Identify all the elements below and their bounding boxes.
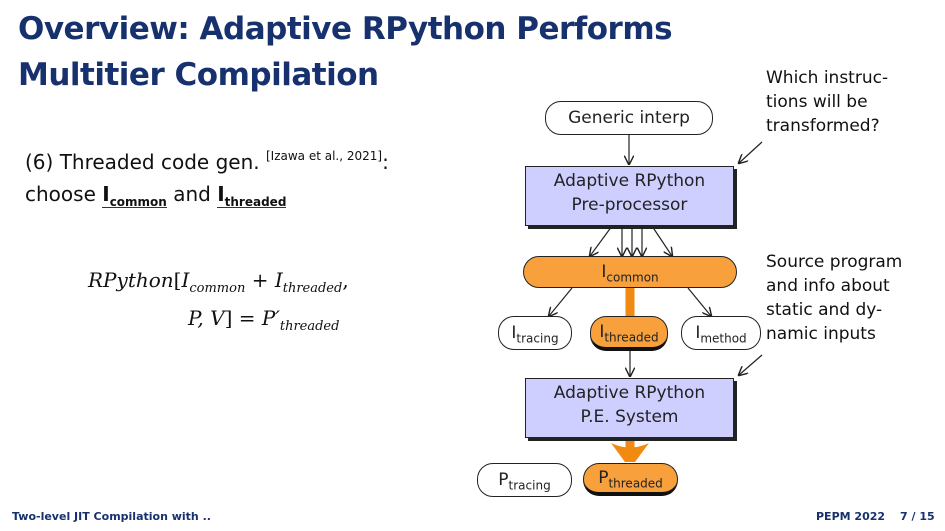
p-threaded-node: Pthreaded xyxy=(583,463,678,496)
i-threaded-term: Ithreaded xyxy=(217,182,287,209)
footer-talk-title: Two-level JIT Compilation with .. xyxy=(12,510,211,523)
i-threaded-node: Ithreaded xyxy=(590,316,668,351)
page-title: Overview: Adaptive RPython Performs Mult… xyxy=(18,11,673,93)
i-tracing-node: Itracing xyxy=(498,316,572,350)
orange-arrowhead xyxy=(611,443,649,462)
choose-label: choose xyxy=(25,182,96,206)
preprocessor-box: Adaptive RPython Pre-processor xyxy=(525,166,734,226)
and-label: and xyxy=(173,182,211,206)
formula-line1: RPython[Icommon + Ithreaded, xyxy=(88,268,349,296)
choose-line: choose Icommon and Ithreaded xyxy=(25,182,287,209)
threaded-code-line: (6) Threaded code gen. [Izawa et al., 20… xyxy=(25,149,389,174)
threaded-code-label: (6) Threaded code gen. xyxy=(25,150,260,174)
pe-system-box: Adaptive RPython P.E. System xyxy=(525,378,734,438)
i-common-node: Icommon xyxy=(523,256,737,288)
p-tracing-node: Ptracing xyxy=(477,463,572,497)
generic-interp-node: Generic interp xyxy=(545,101,713,135)
note-top-pointer xyxy=(739,141,763,163)
common-to-tracing-arrow xyxy=(549,287,573,316)
preprocessor-to-common-arrow-1 xyxy=(590,225,613,256)
note-source-program: Source program and info about static and… xyxy=(766,252,903,344)
note-mid-pointer xyxy=(739,354,763,375)
note-which-instructions: Which instruc- tions will be transformed… xyxy=(766,68,889,136)
i-method-node: Imethod xyxy=(681,316,761,350)
i-common-term: Icommon xyxy=(102,182,167,209)
citation: [Izawa et al., 2021] xyxy=(265,149,383,163)
footer-conference: PEPM 2022 xyxy=(816,510,886,523)
preprocessor-to-common-arrow-5 xyxy=(651,225,672,256)
common-to-method-arrow xyxy=(687,287,711,316)
formula-line2: P, V] = P′threaded xyxy=(188,306,340,334)
footer-page-number: 7 / 15 xyxy=(900,510,935,523)
colon: : xyxy=(382,150,389,174)
